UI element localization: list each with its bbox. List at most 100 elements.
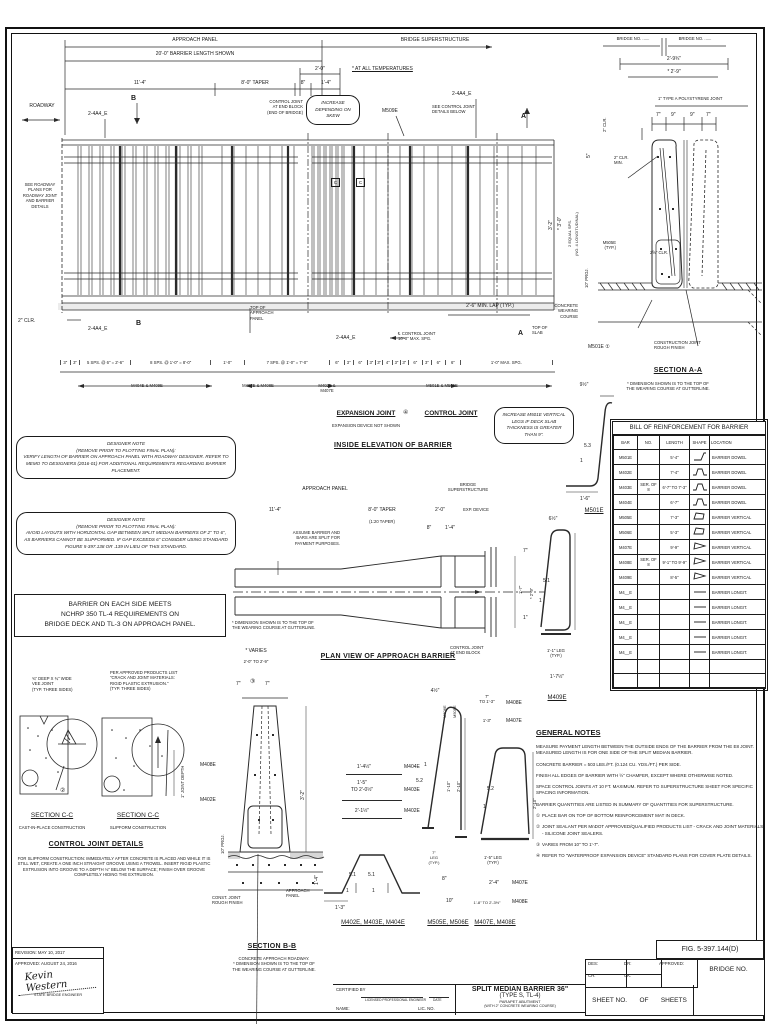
sheets-label: SHEETS [660,996,687,1004]
m501e-top-dim: 9½" [579,382,589,388]
cc-vee-note: ¾" DEEP X ¾" WIDE VEE JOINT (TYP. THREE … [32,676,73,692]
licensed-engineer-label: LICENSED PROFESSIONAL ENGINEER [365,998,427,1002]
dr-cell: DR: [622,960,662,975]
bill-col-no: NO. [637,435,660,451]
of-label: OF [639,996,649,1004]
f402-slope-a: 5.1 [349,872,356,878]
section-marker-c2: C [356,178,365,187]
f505-h1: 1'-10" [446,781,451,792]
dim-2-0: 2'-0" [315,66,325,72]
f409-leg: 1'-1" LEG (TYP.) [547,648,565,659]
m501e-bar-figure [566,395,614,493]
section-marker-c1: C [331,178,340,187]
elevation-rebar-lines [77,146,537,295]
control-joint-end-note: CONTROL JOINT AT END BLOCK (END OF BRIDG… [267,99,303,115]
plan-dim-1-4: 1'-4" [445,525,455,531]
approach-panel-label: APPROACH PANEL [172,37,218,43]
f505-h2: 2'-10" [456,781,461,792]
aa-equal-sps: 2 EQUAL SPS. [567,220,572,247]
m501e-label: M501E [584,508,604,514]
cc-section2-title: SECTION C-C [116,812,160,819]
f409-title: M409E [547,695,567,701]
aa-clr-258: 2⅝" CLR. [650,250,669,255]
cc-body-text: FOR SLIPFORM CONSTRUCTION: IMMEDIATELY A… [17,856,211,878]
plan-taper-ratio: (1:20 TAPER) [369,519,395,524]
f402-dimline2 [342,800,402,801]
elevation-dim-cell: 6" [352,360,367,365]
expansion-device-note: EXPANSION DEVICE NOT SHOWN [331,423,401,428]
dim-star-2-9: * 2'-9" [667,69,681,75]
bill-title: BILL OF REINFORCEMENT FOR BARRIER [613,422,765,436]
designer-note-1-sub: (REMOVE PRIOR TO PLOTTING FINAL PLAN): [76,447,176,453]
bill-header-row: BAR NO. LENGTH SHAPE LOCATION [613,435,766,451]
f407-dim3: 2'-4" [489,880,499,886]
f402-dimline1 [346,774,402,775]
elev-clr2: 2" CLR. [18,318,36,324]
general-note: BARRIER QUANTITIES ARE LISTED IN SUMMARY… [536,801,734,807]
certified-by-label: CERTIFIED BY [336,987,366,992]
title-block: CERTIFIED BY LICENSED PROFESSIONAL ENGIN… [333,984,763,1015]
m509e-label: M509E [382,108,398,114]
elevation-dim-cell: 1'-0" MAX. SPG. [459,360,552,365]
elevation-dim-cell: 3" [374,360,383,365]
plan-view-drawing [233,547,545,637]
designer-note-1-title: DESIGNER NOTE [106,441,146,446]
elevation-dim-cell: 6" [329,360,343,365]
elevation-dim-cell: 3" [367,360,375,365]
cc-section2-sub: SLIPFORM CONSTRUCTION [109,825,167,830]
elev-bar2: 2-4A4_E [336,335,356,341]
section-marker-b-bottom: B [136,320,142,327]
designer-note-1: DESIGNER NOTE (REMOVE PRIOR TO PLOTTING … [16,436,236,480]
approved-date: APPROVED: AUGUST 24, 2016 [15,961,77,966]
lic-no-label: LIC. NO. [418,1006,435,1011]
designer-note-2-body: AVOID LAYOUTS WITH HORIZONTAL GAP BETWEE… [24,530,228,549]
section-aa-drawing [598,128,763,347]
bb-range: 2'-0" TO 2'-9" [243,659,269,664]
f407-leg: 1'-5" LEG (TYP.) [484,855,502,866]
section-bb-title: SECTION B-B [247,943,297,950]
section-bb-drawing [227,697,325,1024]
bb-height: 3'-2" [300,790,306,800]
elevation-dim-cell: 4" [382,360,392,365]
revision-block: REVISION: MAY 10, 2017 APPROVED: AUGUST … [12,947,104,1014]
elevation-dim-cell: 1'-0" [210,360,244,365]
f505-one: 1 [424,762,427,768]
section-marker-a-top: A [521,113,527,120]
plan-dim-7: 7" [523,548,528,554]
f505-title: M505E, M506E [427,920,469,926]
designer-note-2-title: DESIGNER NOTE [106,517,146,522]
f402-height: 1'-4" [314,875,320,885]
bill-col-location: LOCATION [709,435,766,451]
plan-control-joint-note: CONTROL JOINT AT END BLOCK [450,645,484,656]
f407-one: 1 [483,804,486,810]
f402-one-a: 1 [346,888,349,894]
designer-note-2-sub: (REMOVE PRIOR TO PLOTTING FINAL PLAN): [76,523,176,529]
cc-cast-in-place-figure [19,715,98,795]
f402-title: M402E, M403E, M404E [341,920,405,926]
general-note: MEASURE PAYMENT LENGTH BETWEEN THE OUTSI… [536,744,755,756]
bar-group1: M404E & M409E [131,383,163,388]
plan-bridge-superstructure: BRIDGE SUPERSTRUCTURE [447,482,489,493]
elevation-dimension-row: 3"3"5 SPS. @ 6" = 2'-6"8 SPS. @ 1'-0" = … [60,360,553,365]
f402-bar1: M404E [404,764,420,770]
f505-d10: 10" [446,898,454,904]
see-roadway-note: SEE ROADWAY PLANS FOR ROADWAY JOINT AND … [22,182,58,209]
sheet-title-4: (WITH 2" CONCRETE WEARING COURSE) [484,1004,556,1008]
elevation-dim-cell: 3" [392,360,400,365]
certified-cell: CERTIFIED BY LICENSED PROFESSIONAL ENGIN… [333,985,456,1015]
top-dimension-linework [22,38,748,138]
f402-dim3: 2'-1½" [354,808,370,814]
bb-const-joint: CONST. JOINT ROUGH FINISH [212,895,243,906]
sheet-title-1: SPLIT MEDIAN BARRIER 36" [471,986,569,993]
